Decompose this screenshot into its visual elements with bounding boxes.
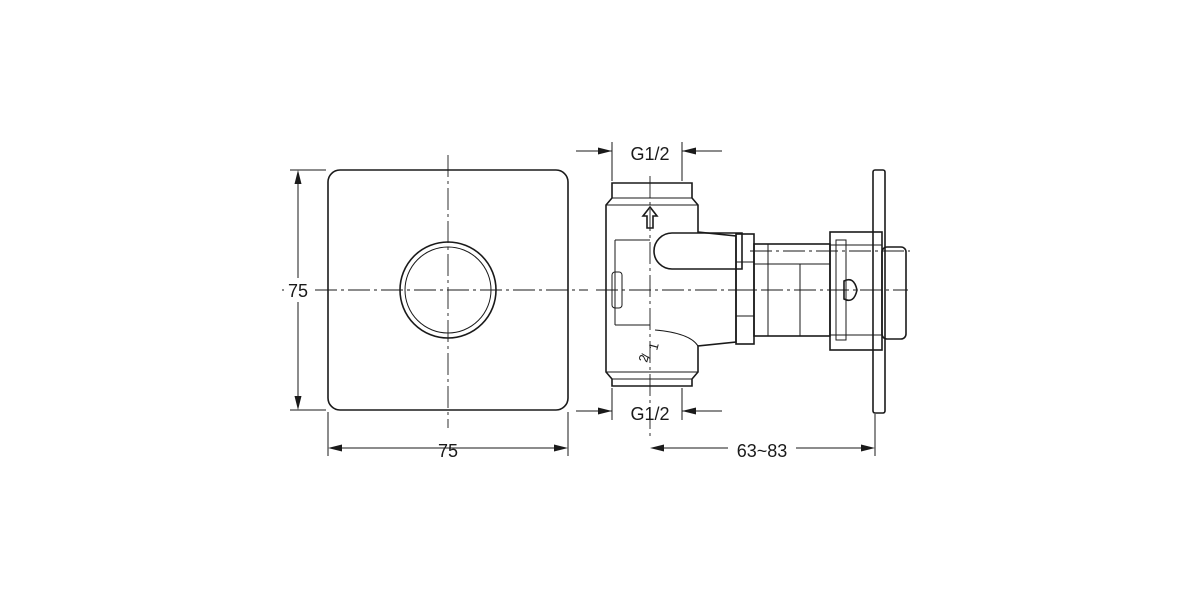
spindle-sleeve	[653, 232, 743, 270]
valve-body	[605, 182, 737, 387]
arrowhead-right	[598, 407, 612, 415]
bottom-thread-label: G1/2	[630, 404, 669, 424]
front-view: 75 75	[282, 155, 588, 461]
height-label: 75	[288, 281, 308, 301]
body-neck-curve	[654, 329, 699, 347]
hex-nut	[735, 233, 755, 345]
arrowhead-down	[294, 396, 302, 410]
arrowhead-up	[294, 170, 302, 184]
width-label: 75	[438, 441, 458, 461]
top-thread-label: G1/2	[630, 144, 669, 164]
depth-label: 63~83	[737, 441, 788, 461]
rosette-collar	[881, 246, 907, 340]
bottom-thread-dimension: G1/2	[576, 388, 722, 424]
top-thread-dimension: G1/2	[576, 142, 722, 181]
arrowhead-left	[650, 444, 664, 452]
screw-head	[843, 278, 858, 302]
arrowhead-right	[861, 444, 875, 452]
wall-plate	[872, 169, 886, 414]
marking-denominator: 2	[635, 353, 651, 364]
height-dimension: 75	[284, 169, 326, 411]
arrowhead-left	[328, 444, 342, 452]
arrowhead-right	[554, 444, 568, 452]
side-view: 1 2 / G1/2 G1/2	[576, 142, 910, 461]
arrowhead-left	[682, 147, 696, 155]
flow-arrow-icon	[641, 205, 659, 229]
arrowhead-right	[598, 147, 612, 155]
width-dimension: 75	[327, 412, 569, 461]
marking-numerator: 1	[645, 341, 661, 352]
marking-slash: /	[638, 352, 654, 360]
arrowhead-left	[682, 407, 696, 415]
depth-dimension: 63~83	[650, 414, 876, 461]
size-marking: 1 2 /	[635, 341, 661, 364]
